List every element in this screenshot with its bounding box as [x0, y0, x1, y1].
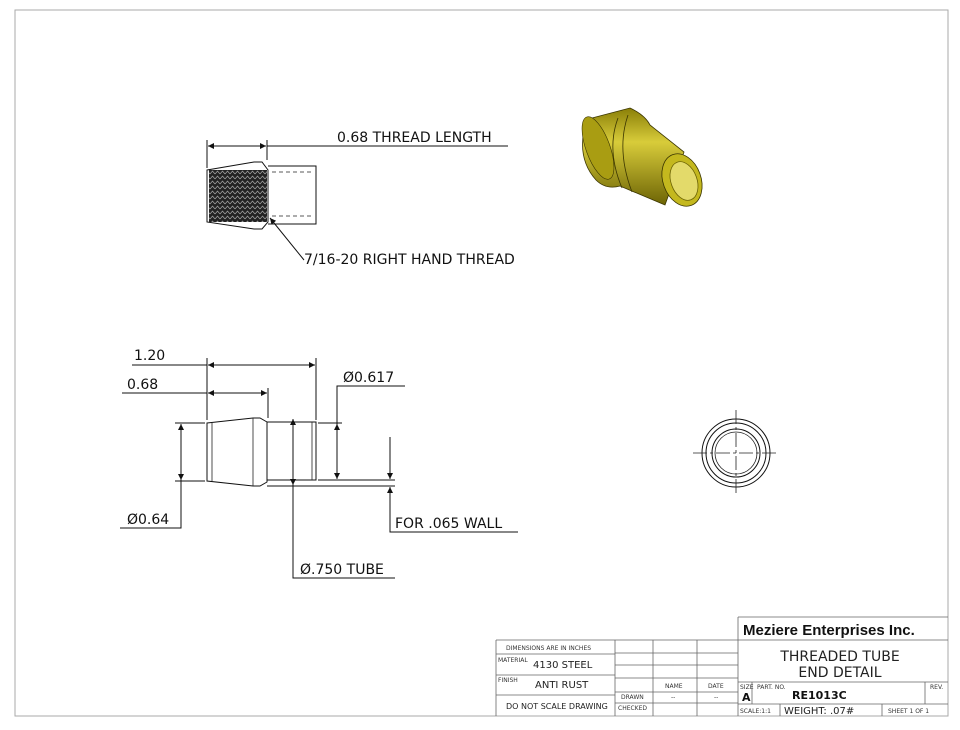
isometric-part-view [581, 107, 703, 207]
finish-value: ANTI RUST [535, 680, 589, 691]
dimensions-note: DIMENSIONS ARE IN INCHES [506, 645, 591, 652]
scale-value: SCALE:1:1 [740, 708, 771, 715]
date-header: DATE [708, 683, 724, 690]
material-value: 4130 STEEL [533, 660, 593, 671]
thread-callout: 7/16-20 RIGHT HAND THREAD [304, 252, 515, 268]
thread-length-dimension: 0.68 [127, 377, 158, 393]
part-number: RE1013C [792, 689, 847, 702]
sheet-number: SHEET 1 OF 1 [888, 708, 929, 715]
company-name: Meziere Enterprises Inc. [743, 622, 915, 639]
size-value: A [742, 691, 751, 704]
title-block: Meziere Enterprises Inc. DIMENSIONS ARE … [495, 616, 948, 717]
weight-value: WEIGHT: .07# [784, 706, 854, 717]
tube-diameter-dimension: Ø.750 TUBE [300, 562, 384, 578]
drawing-title-line2: END DETAIL [798, 665, 881, 681]
checked-label: CHECKED [618, 705, 647, 712]
drawn-date: -- [714, 694, 718, 701]
drawing-title-line1: THREADED TUBE [779, 649, 899, 665]
overall-length-dimension: 1.20 [134, 348, 165, 364]
thread-diameter-dimension: Ø0.64 [127, 512, 169, 528]
end-diameter-dimension: Ø0.617 [343, 370, 394, 386]
threaded-side-view: 0.68 THREAD LENGTH 7/16-20 RIGHT HAND TH… [206, 130, 515, 268]
sheet-border [14, 9, 949, 717]
material-label: MATERIAL [498, 657, 528, 664]
part-no-label: PART. NO. [757, 684, 786, 691]
drawn-label: DRAWN [621, 694, 644, 701]
thread-length-label: 0.68 THREAD LENGTH [337, 130, 492, 146]
name-header: NAME [665, 683, 683, 690]
end-view [693, 410, 779, 496]
size-label: SIZE [740, 684, 754, 691]
wall-note: FOR .065 WALL [395, 516, 502, 532]
do-not-scale-note: DO NOT SCALE DRAWING [506, 702, 608, 711]
drawn-name: -- [671, 694, 675, 701]
dimensioned-front-view: 1.20 0.68 Ø0.617 Ø0.64 Ø.750 TUBE FOR .0… [120, 348, 518, 579]
finish-label: FINISH [498, 677, 518, 684]
rev-label: REV. [930, 684, 943, 691]
